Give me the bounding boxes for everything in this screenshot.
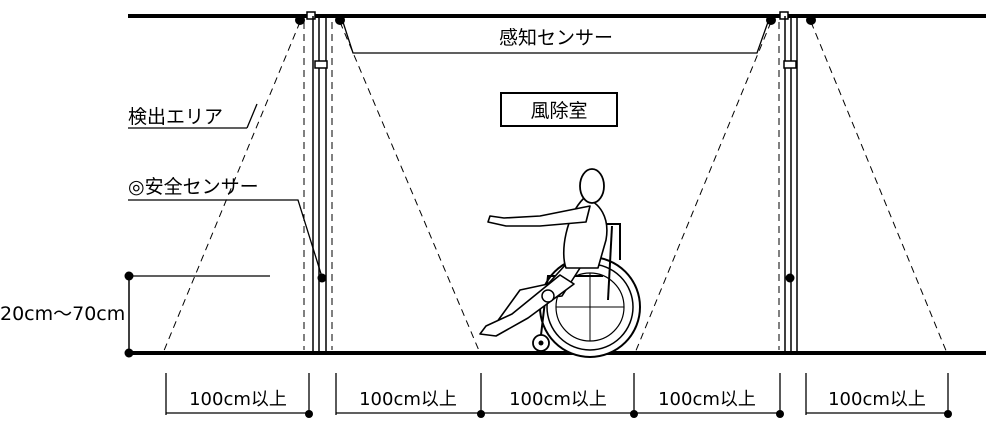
safety-sensor-label: ◎安全センサー [128, 176, 259, 198]
wheelchair-user-icon [479, 168, 641, 358]
safety-sensor-dot-right [785, 273, 795, 283]
height-dimension [124, 271, 270, 358]
detection-area-leader [246, 103, 258, 129]
dimension-label-5: 100cm以上 [828, 389, 926, 410]
windbreak-room-box [500, 92, 618, 127]
right-door-frame [778, 11, 798, 353]
detection-area-label: 検出エリア [128, 106, 223, 128]
dimension-label-4: 100cm以上 [658, 389, 756, 410]
dimension-label-2: 100cm以上 [359, 389, 457, 410]
safety-sensor-leader [128, 199, 323, 278]
bottom-dimension-ticks [165, 373, 952, 418]
safety-sensor-dot-left [317, 273, 327, 283]
sensor-dot-4 [806, 15, 816, 25]
left-door-frame [306, 11, 333, 353]
sensing-sensor-bracket [342, 21, 769, 54]
sensor-dot-1 [295, 15, 305, 25]
dimension-label-1: 100cm以上 [189, 389, 287, 410]
sensing-sensor-label: 感知センサー [499, 27, 613, 49]
dimension-label-3: 100cm以上 [509, 389, 607, 410]
height-range-label: 20cm～70cm [0, 303, 125, 325]
detection-cones [162, 21, 948, 354]
windbreak-room-label: 風除室 [530, 100, 587, 122]
